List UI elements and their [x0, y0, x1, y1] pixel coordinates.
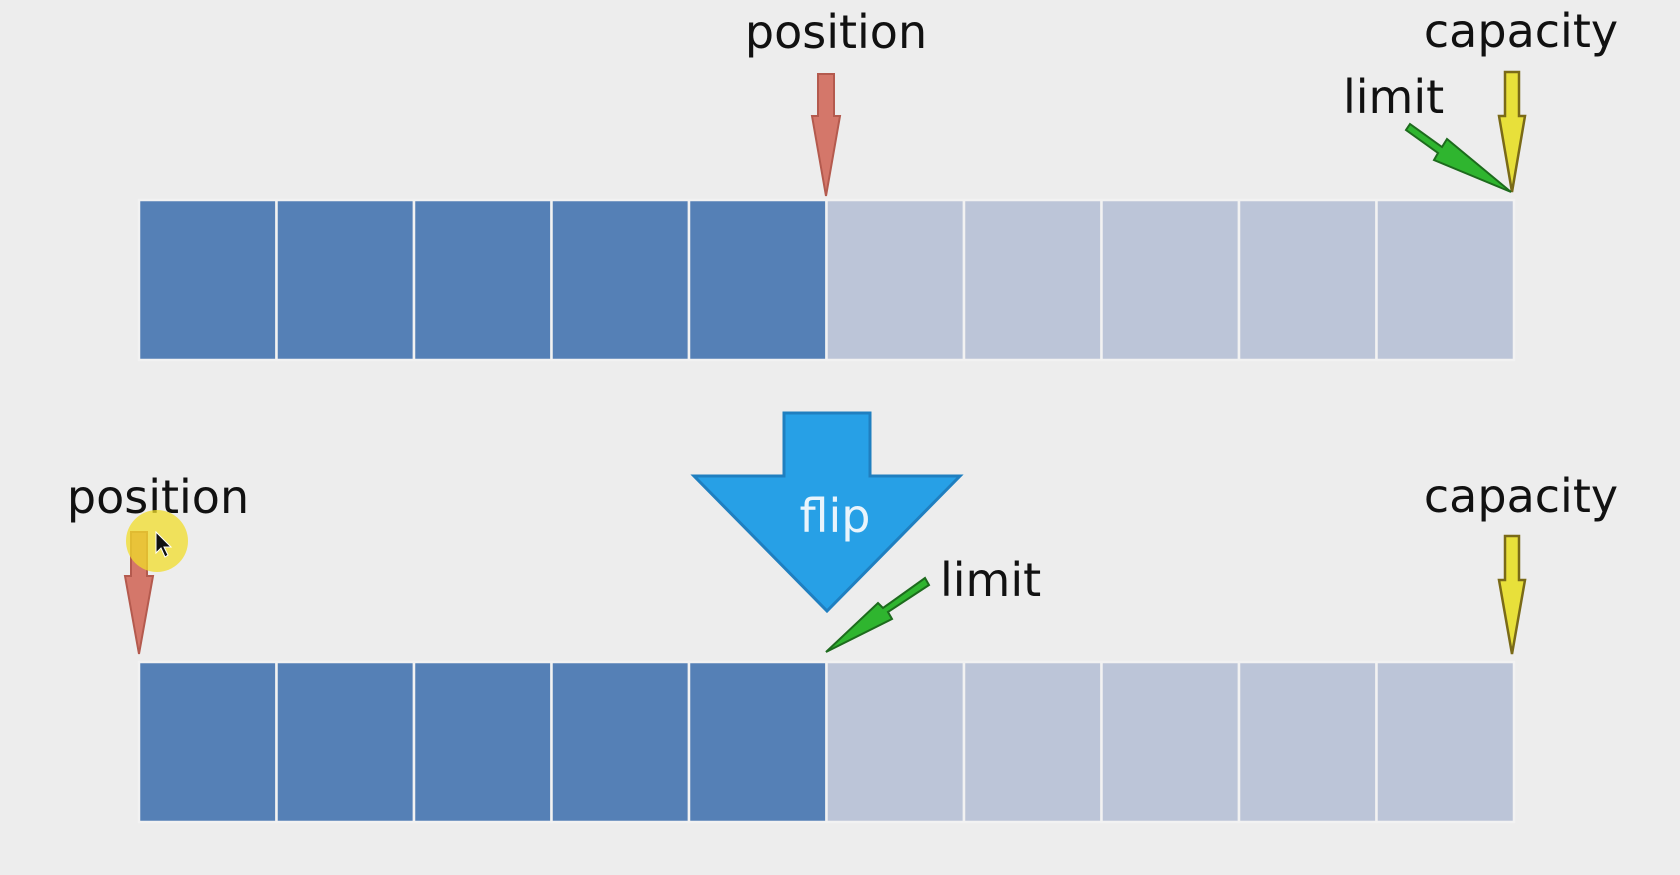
buffer-cell-filled: [550, 660, 691, 824]
buffer-cell-filled: [137, 660, 278, 824]
mouse-cursor-icon: [155, 530, 173, 558]
buffer-cell-empty: [825, 198, 966, 362]
top-capacity-pointer: capacity: [1424, 4, 1618, 193]
top-limit-arrow-icon: [1404, 122, 1512, 193]
buffer-cell-empty: [1375, 198, 1516, 362]
top-position-pointer: position: [745, 5, 927, 197]
top-limit-pointer: limit: [1343, 70, 1512, 193]
buffer-cell-empty: [1100, 198, 1241, 362]
buffer-cell-filled: [687, 198, 828, 362]
buffer-cell-empty: [1237, 198, 1378, 362]
bottom-capacity-arrow-icon: [1497, 534, 1527, 655]
bottom-capacity-pointer: capacity: [1424, 469, 1618, 655]
top-position-label: position: [745, 5, 927, 59]
bottom-capacity-label: capacity: [1424, 469, 1618, 523]
buffer-cell-empty: [962, 660, 1103, 824]
flip-arrow-icon: [690, 411, 964, 614]
mouse-pointer: [126, 510, 188, 572]
buffer-cell-filled: [137, 198, 278, 362]
bottom-limit-pointer: limit: [825, 553, 1041, 653]
buffer-cell-filled: [687, 660, 828, 824]
top-capacity-arrow-icon: [1497, 70, 1527, 193]
bottom-limit-arrow-icon: [825, 576, 931, 653]
top-position-arrow-icon: [810, 73, 842, 197]
bottom-buffer: [137, 660, 1516, 824]
flip-label: flip: [800, 489, 871, 543]
buffer-cell-filled: [412, 660, 553, 824]
buffer-cell-empty: [1237, 660, 1378, 824]
top-capacity-label: capacity: [1424, 4, 1618, 58]
buffer-cell-filled: [275, 660, 416, 824]
buffer-cell-empty: [825, 660, 966, 824]
bottom-limit-label: limit: [940, 553, 1041, 607]
buffer-cell-filled: [550, 198, 691, 362]
buffer-cell-filled: [412, 198, 553, 362]
top-buffer: [137, 198, 1516, 362]
buffer-cell-empty: [1375, 660, 1516, 824]
buffer-cell-filled: [275, 198, 416, 362]
buffer-cell-empty: [962, 198, 1103, 362]
flip-arrow: flip: [690, 411, 964, 614]
buffer-cell-empty: [1100, 660, 1241, 824]
top-limit-label: limit: [1343, 70, 1444, 124]
